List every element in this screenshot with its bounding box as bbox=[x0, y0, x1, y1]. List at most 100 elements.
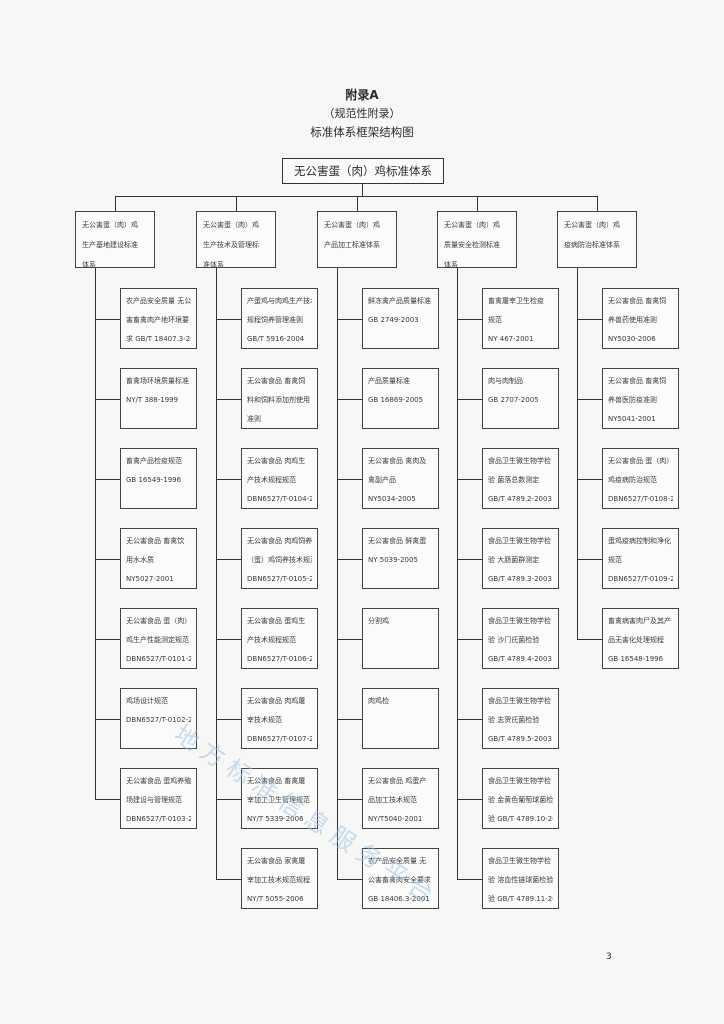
standard-item-box-line: DBN6527/T-0108-2006 bbox=[608, 495, 673, 503]
item-connector-line bbox=[337, 318, 362, 320]
standard-item-box-line: 验 沙门氏菌检验 bbox=[488, 636, 540, 644]
standard-item-box-line: 禽副产品 bbox=[368, 476, 396, 484]
standard-item-box-line: DBN6527/T-0102-2006 bbox=[126, 716, 191, 724]
standard-item-box-line: 验 菌落总数测定 bbox=[488, 476, 540, 484]
standard-item-box-line: NY 467-2001 bbox=[488, 335, 534, 343]
category-box-line: 生产基地建设标准 bbox=[82, 241, 138, 249]
category-box: 无公害蛋（肉）鸡疫病防治标准体系 bbox=[557, 211, 637, 268]
standard-item-box-line: 无公害食品 蛋鸡生 bbox=[247, 617, 306, 625]
standard-item-box: 无公害食品 畜禽饲料和饲料添加剂使用准则NY5032-2006 bbox=[241, 368, 318, 429]
standard-item-box-line: 农产品安全质量 无公 bbox=[126, 297, 191, 305]
item-connector-line bbox=[95, 638, 120, 640]
standard-item-box-line: 验 GB/T 4789.10-2003 bbox=[488, 815, 553, 823]
standard-item-box-line: 畜禽产品检疫规范 bbox=[126, 457, 182, 465]
item-connector-line bbox=[95, 558, 120, 560]
category-box-line: 准体系 bbox=[203, 261, 224, 268]
category-connector-line bbox=[357, 196, 358, 211]
standard-item-box-line: 害畜禽肉产地环境要 bbox=[126, 316, 189, 324]
item-connector-line bbox=[216, 718, 241, 720]
root-standard-system-label: 无公害蛋（肉）鸡标准体系 bbox=[294, 164, 432, 178]
item-connector-line bbox=[216, 318, 241, 320]
item-connector-line bbox=[577, 638, 602, 640]
diagram-title: 标准体系框架结构图 bbox=[310, 125, 414, 139]
item-connector-line bbox=[457, 318, 482, 320]
standard-item-box-line: GB/T 4789.4-2003 bbox=[488, 655, 552, 663]
standard-item-box-line: 食品卫生微生物学检 bbox=[488, 857, 551, 865]
standard-item-box-line: 品无害化处理规程 bbox=[608, 636, 664, 644]
standard-item-box-line: 宰技术规范 bbox=[247, 716, 282, 724]
standard-item-box-line: 料和饲料添加剂使用 bbox=[247, 396, 310, 404]
standard-item-box-line: DBN6527/T-0101-2006 bbox=[126, 655, 191, 663]
item-connector-line bbox=[457, 798, 482, 800]
standard-item-box-line: 畜禽病害肉尸及其产 bbox=[608, 617, 671, 625]
standard-item-box-line: 无公害食品 鸡蛋产 bbox=[368, 777, 427, 785]
category-box-line: 生产技术及管理标 bbox=[203, 241, 259, 249]
category-connector-line bbox=[115, 196, 116, 211]
standard-item-box-line: 品加工技术规范 bbox=[368, 796, 417, 804]
column-spine-line bbox=[216, 268, 217, 879]
standard-item-box-line: 肉鸡检 bbox=[368, 697, 389, 705]
category-connector-line bbox=[236, 196, 237, 211]
standard-item-box-line: 公害畜禽肉安全要求 bbox=[368, 876, 431, 884]
column-spine-line bbox=[337, 268, 338, 879]
standard-item-box-line: 无公害食品 畜禽饲 bbox=[608, 297, 667, 305]
category-connector-line bbox=[477, 196, 478, 211]
standard-item-box-line: 农产品安全质量 无 bbox=[368, 857, 427, 865]
item-connector-line bbox=[95, 318, 120, 320]
item-connector-line bbox=[457, 638, 482, 640]
standard-item-box-line: 宰加工卫生管理规范 bbox=[247, 796, 310, 804]
category-box-line: 无公害蛋（肉）鸡 bbox=[203, 221, 259, 229]
standard-item-box-line: NY5027-2001 bbox=[126, 575, 174, 583]
item-connector-line bbox=[577, 318, 602, 320]
category-box: 无公害蛋（肉）鸡质量安全检测标准体系 bbox=[437, 211, 517, 268]
standard-item-box-line: 用水水质 bbox=[126, 556, 154, 564]
standard-item-box-line: 求 GB/T 18407.3-2001 bbox=[126, 335, 191, 343]
standard-item-box-line: 无公害食品 肉鸡屠 bbox=[247, 697, 306, 705]
standard-item-box-line: 产品质量标准 bbox=[368, 377, 410, 385]
category-box-line: 无公害蛋（肉）鸡 bbox=[564, 221, 620, 229]
normative-note: （规范性附录） bbox=[323, 107, 401, 120]
item-connector-line bbox=[457, 478, 482, 480]
standard-item-box-line: DBN6527/T-0103-2006 bbox=[126, 815, 191, 823]
standard-item-box-line: 畜禽屠宰卫生检疫 bbox=[488, 297, 544, 305]
column-spine-line bbox=[457, 268, 458, 879]
item-connector-line bbox=[95, 718, 120, 720]
item-connector-line bbox=[216, 478, 241, 480]
item-connector-line bbox=[337, 638, 362, 640]
item-connector-line bbox=[457, 398, 482, 400]
item-connector-line bbox=[337, 878, 362, 880]
standard-item-box-line: DBN6527/T-0107-2006 bbox=[247, 735, 312, 743]
standard-item-box: 分割鸡 bbox=[362, 608, 439, 669]
category-box-line: 无公害蛋（肉）鸡 bbox=[444, 221, 500, 229]
standard-item-box-line: 宰加工技术规范规程 bbox=[247, 876, 310, 884]
category-box-line: 无公害蛋（肉）鸡 bbox=[82, 221, 138, 229]
column-spine-line bbox=[95, 268, 96, 799]
category-connector-line bbox=[597, 196, 598, 211]
item-connector-line bbox=[337, 718, 362, 720]
item-connector-line bbox=[337, 798, 362, 800]
item-connector-line bbox=[337, 558, 362, 560]
category-box-line: 产品加工标准体系 bbox=[324, 241, 380, 249]
standard-item-box-line: 无公害食品 蛋鸡养殖 bbox=[126, 777, 191, 785]
standard-item-box-line: 产技术规程规范 bbox=[247, 476, 296, 484]
standard-item-box-line: NY 5039-2005 bbox=[368, 556, 418, 564]
